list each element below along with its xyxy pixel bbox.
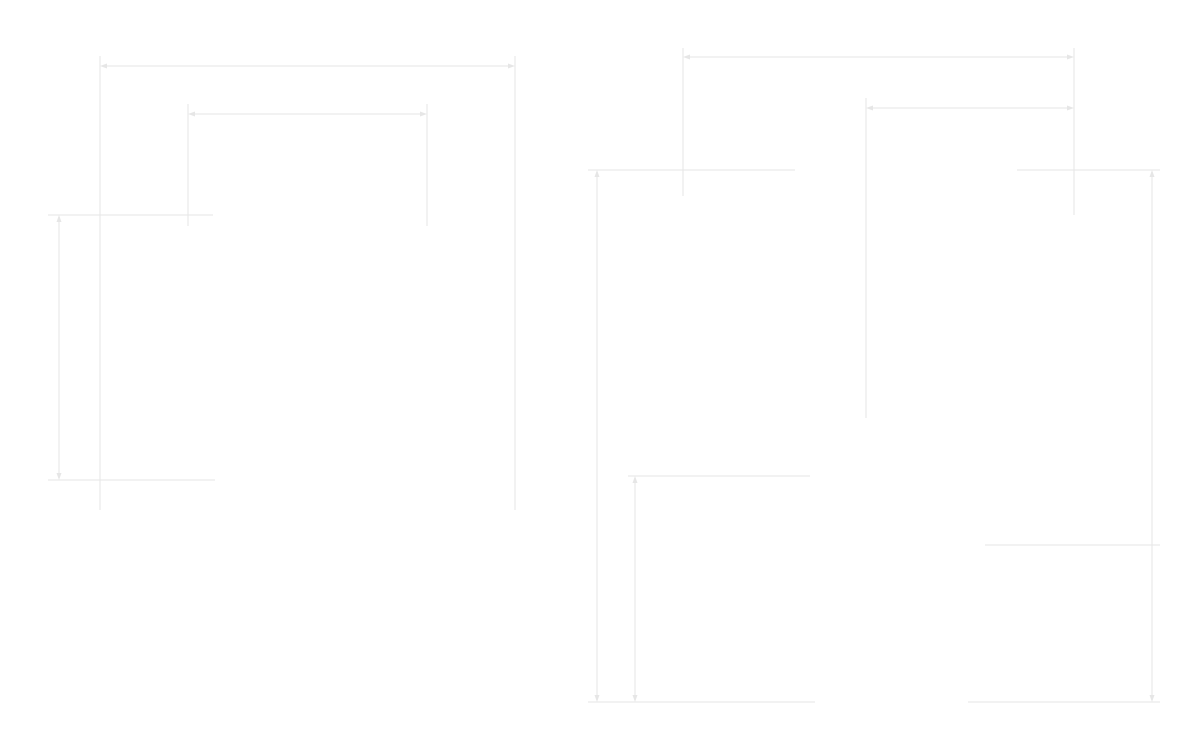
right-lower-height-arrow-bottom [632,695,638,702]
left-drawing [48,56,516,510]
left-overall-width-arrow-start [100,63,107,69]
right-inner-width-arrow-end [1067,105,1074,111]
right-drawing [588,48,1160,703]
right-inner-width-arrow-start [866,105,873,111]
right-overall-width-dimension [682,48,1075,215]
right-lower-height-arrow-top [632,476,638,483]
right-outer-height-arrow-top [594,170,600,177]
left-overall-width-arrow-end [508,63,515,69]
right-side-height-arrow-bottom [1149,695,1155,702]
right-overall-width-arrow-start [683,54,690,60]
right-lower-height-dimension [628,475,810,702]
right-inner-width-dimension [865,98,1074,418]
left-inner-width-arrow-end [420,111,427,117]
left-inner-width-dimension [187,104,428,226]
left-height-dimension [48,214,215,481]
right-side-height-dimension [985,170,1160,702]
right-overall-width-arrow-end [1067,54,1074,60]
left-inner-width-arrow-start [188,111,195,117]
right-side-height-arrow-top [1149,170,1155,177]
left-height-arrow-top [56,215,62,222]
left-height-arrow-bottom [56,473,62,480]
right-outer-height-arrow-bottom [594,695,600,702]
right-outer-height-dimension [588,169,1160,703]
left-overall-width-dimension [99,56,516,510]
